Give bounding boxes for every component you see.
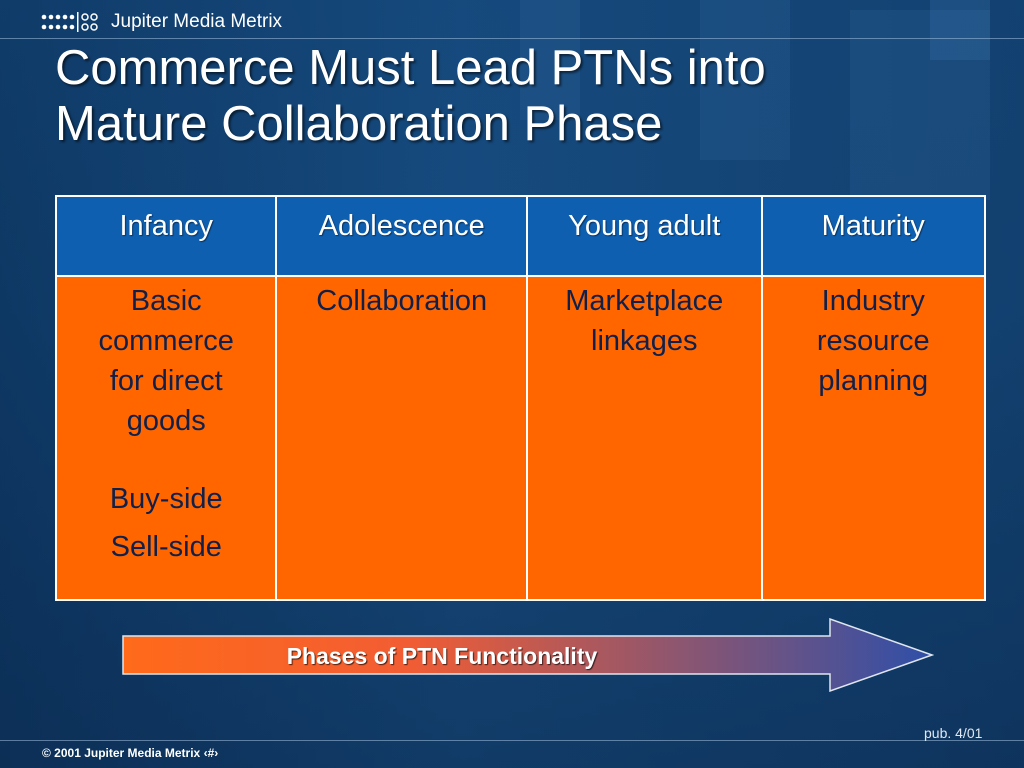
header-maturity: Maturity	[760, 195, 986, 277]
table-row: Basic commerce for direct goods Buy-side…	[54, 275, 986, 601]
cell-line: Basic	[130, 285, 202, 317]
title-line-2: Mature Collaboration Phase	[55, 97, 663, 151]
cell-line: linkages	[591, 325, 698, 357]
cell-line: Collaboration	[316, 285, 488, 317]
cell-spacer	[63, 441, 269, 475]
background-streak	[850, 10, 990, 200]
dot-grid-logo-icon	[40, 11, 106, 33]
slide-title: Commerce Must Lead PTNs into Mature Coll…	[55, 40, 955, 152]
cell-line-buy-side: Buy-side	[109, 483, 223, 515]
footer-rule	[0, 740, 1024, 741]
cell-line: for direct	[109, 365, 223, 397]
background-streak	[520, 0, 580, 120]
header-rule	[0, 38, 1024, 39]
publication-date: pub. 4/01	[924, 725, 983, 741]
background-streak	[700, 0, 790, 160]
cell-adolescence: Collaboration	[275, 275, 528, 601]
phases-table: Infancy Adolescence Young adult Maturity…	[54, 195, 986, 601]
header-infancy: Infancy	[54, 195, 278, 277]
background-streak	[930, 0, 990, 60]
arrow-label: Phases of PTN Functionality	[286, 643, 598, 669]
table-header-row: Infancy Adolescence Young adult Maturity	[54, 195, 986, 277]
cell-line-sell-side: Sell-side	[110, 531, 222, 563]
title-line-1: Commerce Must Lead PTNs into	[55, 41, 766, 95]
header-young-adult: Young adult	[526, 195, 763, 277]
copyright-footer: © 2001 Jupiter Media Metrix ‹#›	[42, 746, 219, 760]
cell-line: goods	[126, 405, 206, 437]
cell-line: commerce	[98, 325, 234, 357]
cell-maturity: Industry resource planning	[760, 275, 986, 601]
cell-line: Marketplace	[565, 285, 724, 317]
phases-arrow	[122, 618, 934, 692]
cell-infancy: Basic commerce for direct goods Buy-side…	[54, 275, 278, 601]
cell-line: Industry	[821, 285, 925, 317]
brand-name: Jupiter Media Metrix	[111, 11, 283, 32]
cell-line: planning	[818, 365, 929, 397]
header-adolescence: Adolescence	[275, 195, 528, 277]
cell-young-adult: Marketplace linkages	[526, 275, 763, 601]
cell-line: resource	[816, 325, 930, 357]
